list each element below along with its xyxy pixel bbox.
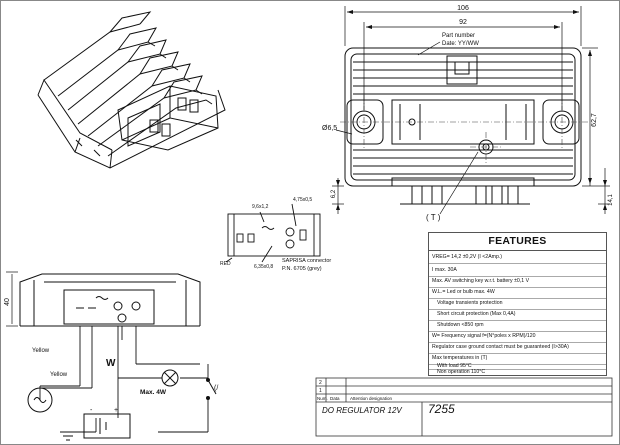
switch-label: (/ [214,385,218,392]
lamp-symbol [161,369,179,387]
top-view-body [344,47,582,205]
dimension-arrows [336,10,607,210]
ground-symbol [60,431,76,441]
terminal-t-label: ( T ) [426,213,441,222]
feature-row: With load 95°C [429,363,606,370]
isometric-view [37,11,226,169]
dim-side-40: 40 [4,298,11,306]
feature-row: W.L.= Led or bulb max. 4W [429,286,606,299]
dim-hole-diameter: Ø6,5 [322,125,337,132]
dim-width-inner: 92 [459,19,467,26]
connector-name: SAPRISA connector [282,258,331,264]
wire-yellow-2: Yellow [50,372,68,378]
product-name: DO REGULATOR 12V [322,406,402,415]
feature-row: I max. 30A [429,264,606,277]
feature-row: Shutdown <850 rpm [429,319,606,332]
side-view-dims [6,271,18,327]
features-title: FEATURES [429,233,606,251]
lamp-rating: Max. 4W [140,389,167,396]
wiring-lines [39,326,209,433]
date-label: Date: YY/WW [442,41,479,47]
connector-pin-top: 9,6x1,2 [252,204,269,210]
feature-row: W= Frequency signal f=(N°poles x RPM)/12… [429,330,606,343]
battery-plus-label: + [114,407,118,414]
connector-pin-bottom: 6,35x0,8 [254,264,273,270]
features-table: FEATURES VREG= 14,2 ±0,2V (I <2Amp.) I m… [428,232,607,376]
connector-red-label: RED [220,261,231,267]
title-block-attention: Attention designation [350,396,393,401]
center-lines [340,95,590,164]
connector-detail [225,203,321,263]
dim-foot: 6,2 [331,189,337,198]
title-block-date: Data [330,396,340,401]
title-block-lines [315,377,613,437]
feature-row: Max temperatures in (T) [429,352,606,365]
product-code: 7255 [428,402,455,416]
dim-width-total: 106 [457,5,469,12]
dimension-lines [332,6,610,215]
ignition-switch-symbol [206,378,217,400]
wire-yellow-1: Yellow [32,348,50,354]
alternator-symbol [27,387,53,413]
feature-row: Regulator case ground contact must be gu… [429,341,606,354]
wire-w-label: W [106,358,116,369]
battery-symbol [83,413,131,439]
feature-row: Max. AV switching key w.r.t. battery ±0,… [429,275,606,288]
side-view [19,273,201,327]
feature-row: Short circuit protection (Max 0,4A) [429,308,606,321]
connector-part-number: P.N. 6705 (grey) [282,266,322,272]
part-number-label: Part number [442,33,475,39]
title-block-num: Num. [317,396,328,401]
feature-row: Voltage transients protection [429,297,606,310]
dim-side-height: 14,1 [608,194,614,206]
connector-pin-right: 4,75x0,5 [293,197,312,203]
battery-minus-label: - [90,407,93,414]
dim-height-total: 62,7 [591,113,598,127]
feature-row: Non operation 110°C [437,369,486,375]
feature-row: VREG= 14,2 ±0,2V (I <2Amp.) [429,251,606,264]
title-block-rev-2: 2 [319,380,322,386]
title-block-rev-1: 1 [319,388,322,394]
